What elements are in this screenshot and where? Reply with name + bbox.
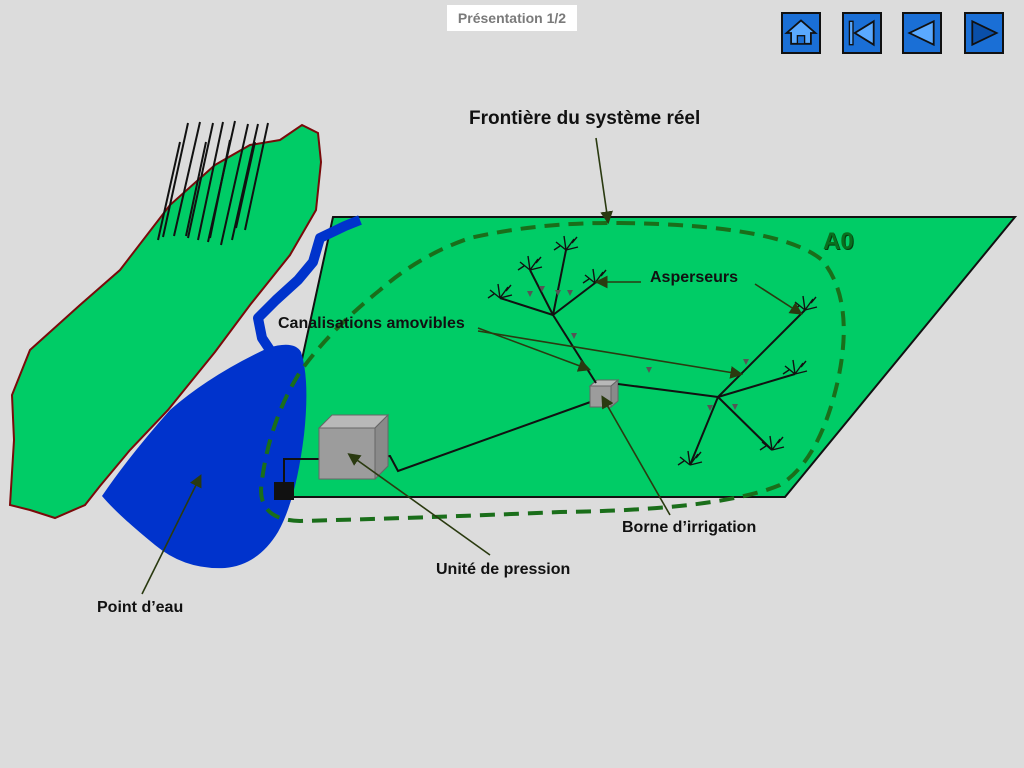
- zone-label-a0: A0: [823, 228, 854, 255]
- home-button[interactable]: [781, 12, 821, 54]
- next-slide-button[interactable]: [964, 12, 1004, 54]
- label-hydrant: Borne d’irrigation: [622, 519, 757, 536]
- home-icon: [784, 19, 818, 45]
- sprinkler-network: [499, 249, 806, 466]
- triangle-right-icon: [971, 19, 999, 47]
- system-boundary: [259, 220, 846, 524]
- valve-markers: [527, 286, 749, 411]
- annotation-arrows: [141, 137, 803, 595]
- suction-box: [274, 482, 294, 500]
- water-point: [102, 344, 307, 569]
- label-pipes: Canalisations amovibles: [278, 315, 465, 332]
- first-slide-button[interactable]: [842, 12, 882, 54]
- triangle-left-icon: [907, 19, 935, 47]
- hill: [8, 123, 323, 520]
- pressure-unit-cube: [317, 413, 390, 481]
- previous-slide-button[interactable]: [902, 12, 942, 54]
- label-sprinklers: Asperseurs: [650, 269, 739, 286]
- label-boundary: Frontière du système réel: [469, 108, 701, 129]
- label-water-point: Point d’eau: [97, 599, 184, 616]
- rain-lines: [157, 120, 269, 246]
- hydrant-cube: [588, 378, 620, 409]
- river: [253, 215, 362, 353]
- slide-counter: Présentation 1/2: [447, 5, 577, 31]
- skip-back-icon: [848, 19, 875, 47]
- label-pressure-unit: Unité de pression: [436, 561, 571, 578]
